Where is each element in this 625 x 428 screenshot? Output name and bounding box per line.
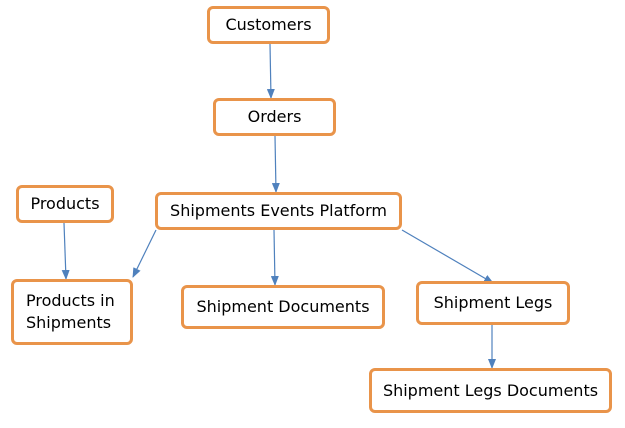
arrow-shipments-events-platform-to-shipment-legs xyxy=(401,229,494,284)
node-shipment-legs-documents: Shipment Legs Documents xyxy=(369,368,612,413)
node-shipment-legs: Shipment Legs xyxy=(416,281,570,325)
node-shipment-documents-label: Shipment Documents xyxy=(196,297,370,316)
node-shipments-events-platform-label: Shipments Events Platform xyxy=(170,201,387,220)
node-products-in-shipments-label: Products in Shipments xyxy=(26,291,115,332)
node-orders-label: Orders xyxy=(247,107,302,126)
node-orders: Orders xyxy=(213,98,336,136)
node-shipment-legs-label: Shipment Legs xyxy=(433,293,553,312)
node-shipment-documents: Shipment Documents xyxy=(181,285,385,329)
node-products-label: Products xyxy=(30,194,100,213)
node-shipment-legs-documents-label: Shipment Legs Documents xyxy=(382,380,599,400)
arrow-products-to-products-in-shipments xyxy=(61,222,70,280)
node-customers: Customers xyxy=(207,6,330,44)
node-products-in-shipments: Products in Shipments xyxy=(11,279,133,345)
arrow-shipments-events-platform-to-products-in-shipments xyxy=(132,229,157,278)
arrow-customers-to-orders xyxy=(266,43,275,99)
arrow-orders-to-shipments-events-platform xyxy=(271,135,280,193)
node-customers-label: Customers xyxy=(225,15,312,34)
node-shipments-events-platform: Shipments Events Platform xyxy=(155,192,402,230)
node-products: Products xyxy=(16,185,114,223)
arrow-shipments-events-platform-to-shipment-documents xyxy=(270,229,279,286)
